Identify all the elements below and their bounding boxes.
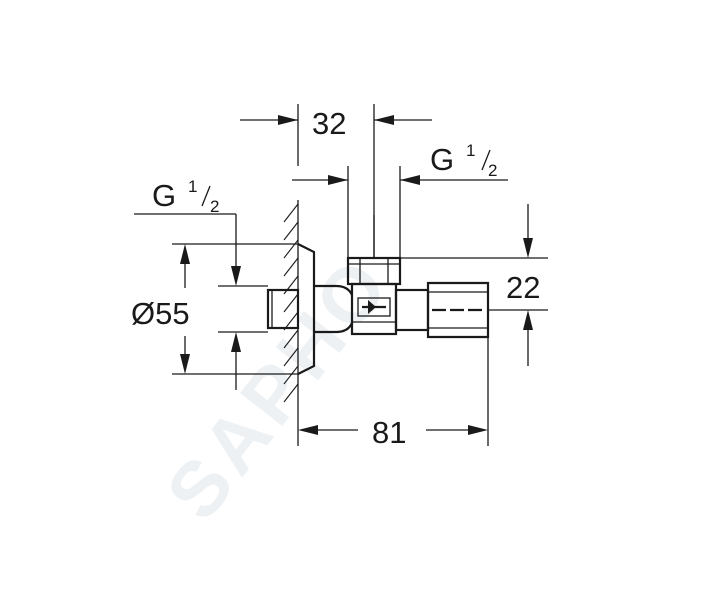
inlet-stub: [266, 288, 300, 330]
rosette: [297, 243, 316, 375]
wall-hatching: [283, 203, 299, 403]
dim-top-width-label: 32: [312, 106, 346, 141]
dim-diameter: Ø55: [131, 243, 298, 375]
dim-length-bottom: 81: [297, 337, 489, 450]
dim-top-thread-letter: G: [430, 142, 454, 177]
dim-top-width: 32: [240, 104, 432, 258]
filter-element: [357, 297, 391, 317]
wall: [283, 200, 299, 405]
dim-left-thread-letter: G: [152, 178, 176, 213]
dim-left-thread-den: 2: [210, 197, 219, 216]
dim-left-thread-num: 1: [188, 177, 197, 196]
dim-diameter-label: Ø55: [131, 296, 190, 331]
dim-top-thread: G 1 2: [292, 141, 508, 258]
valve-body: [266, 215, 490, 375]
dim-length-bottom-label: 81: [372, 415, 406, 450]
dim-height-right-label: 22: [506, 270, 540, 305]
dim-top-thread-num: 1: [466, 141, 475, 160]
dim-top-thread-den: 2: [488, 161, 497, 180]
dim-height-right: 22: [400, 204, 548, 366]
dim-left-thread: G 1 2: [134, 177, 268, 390]
